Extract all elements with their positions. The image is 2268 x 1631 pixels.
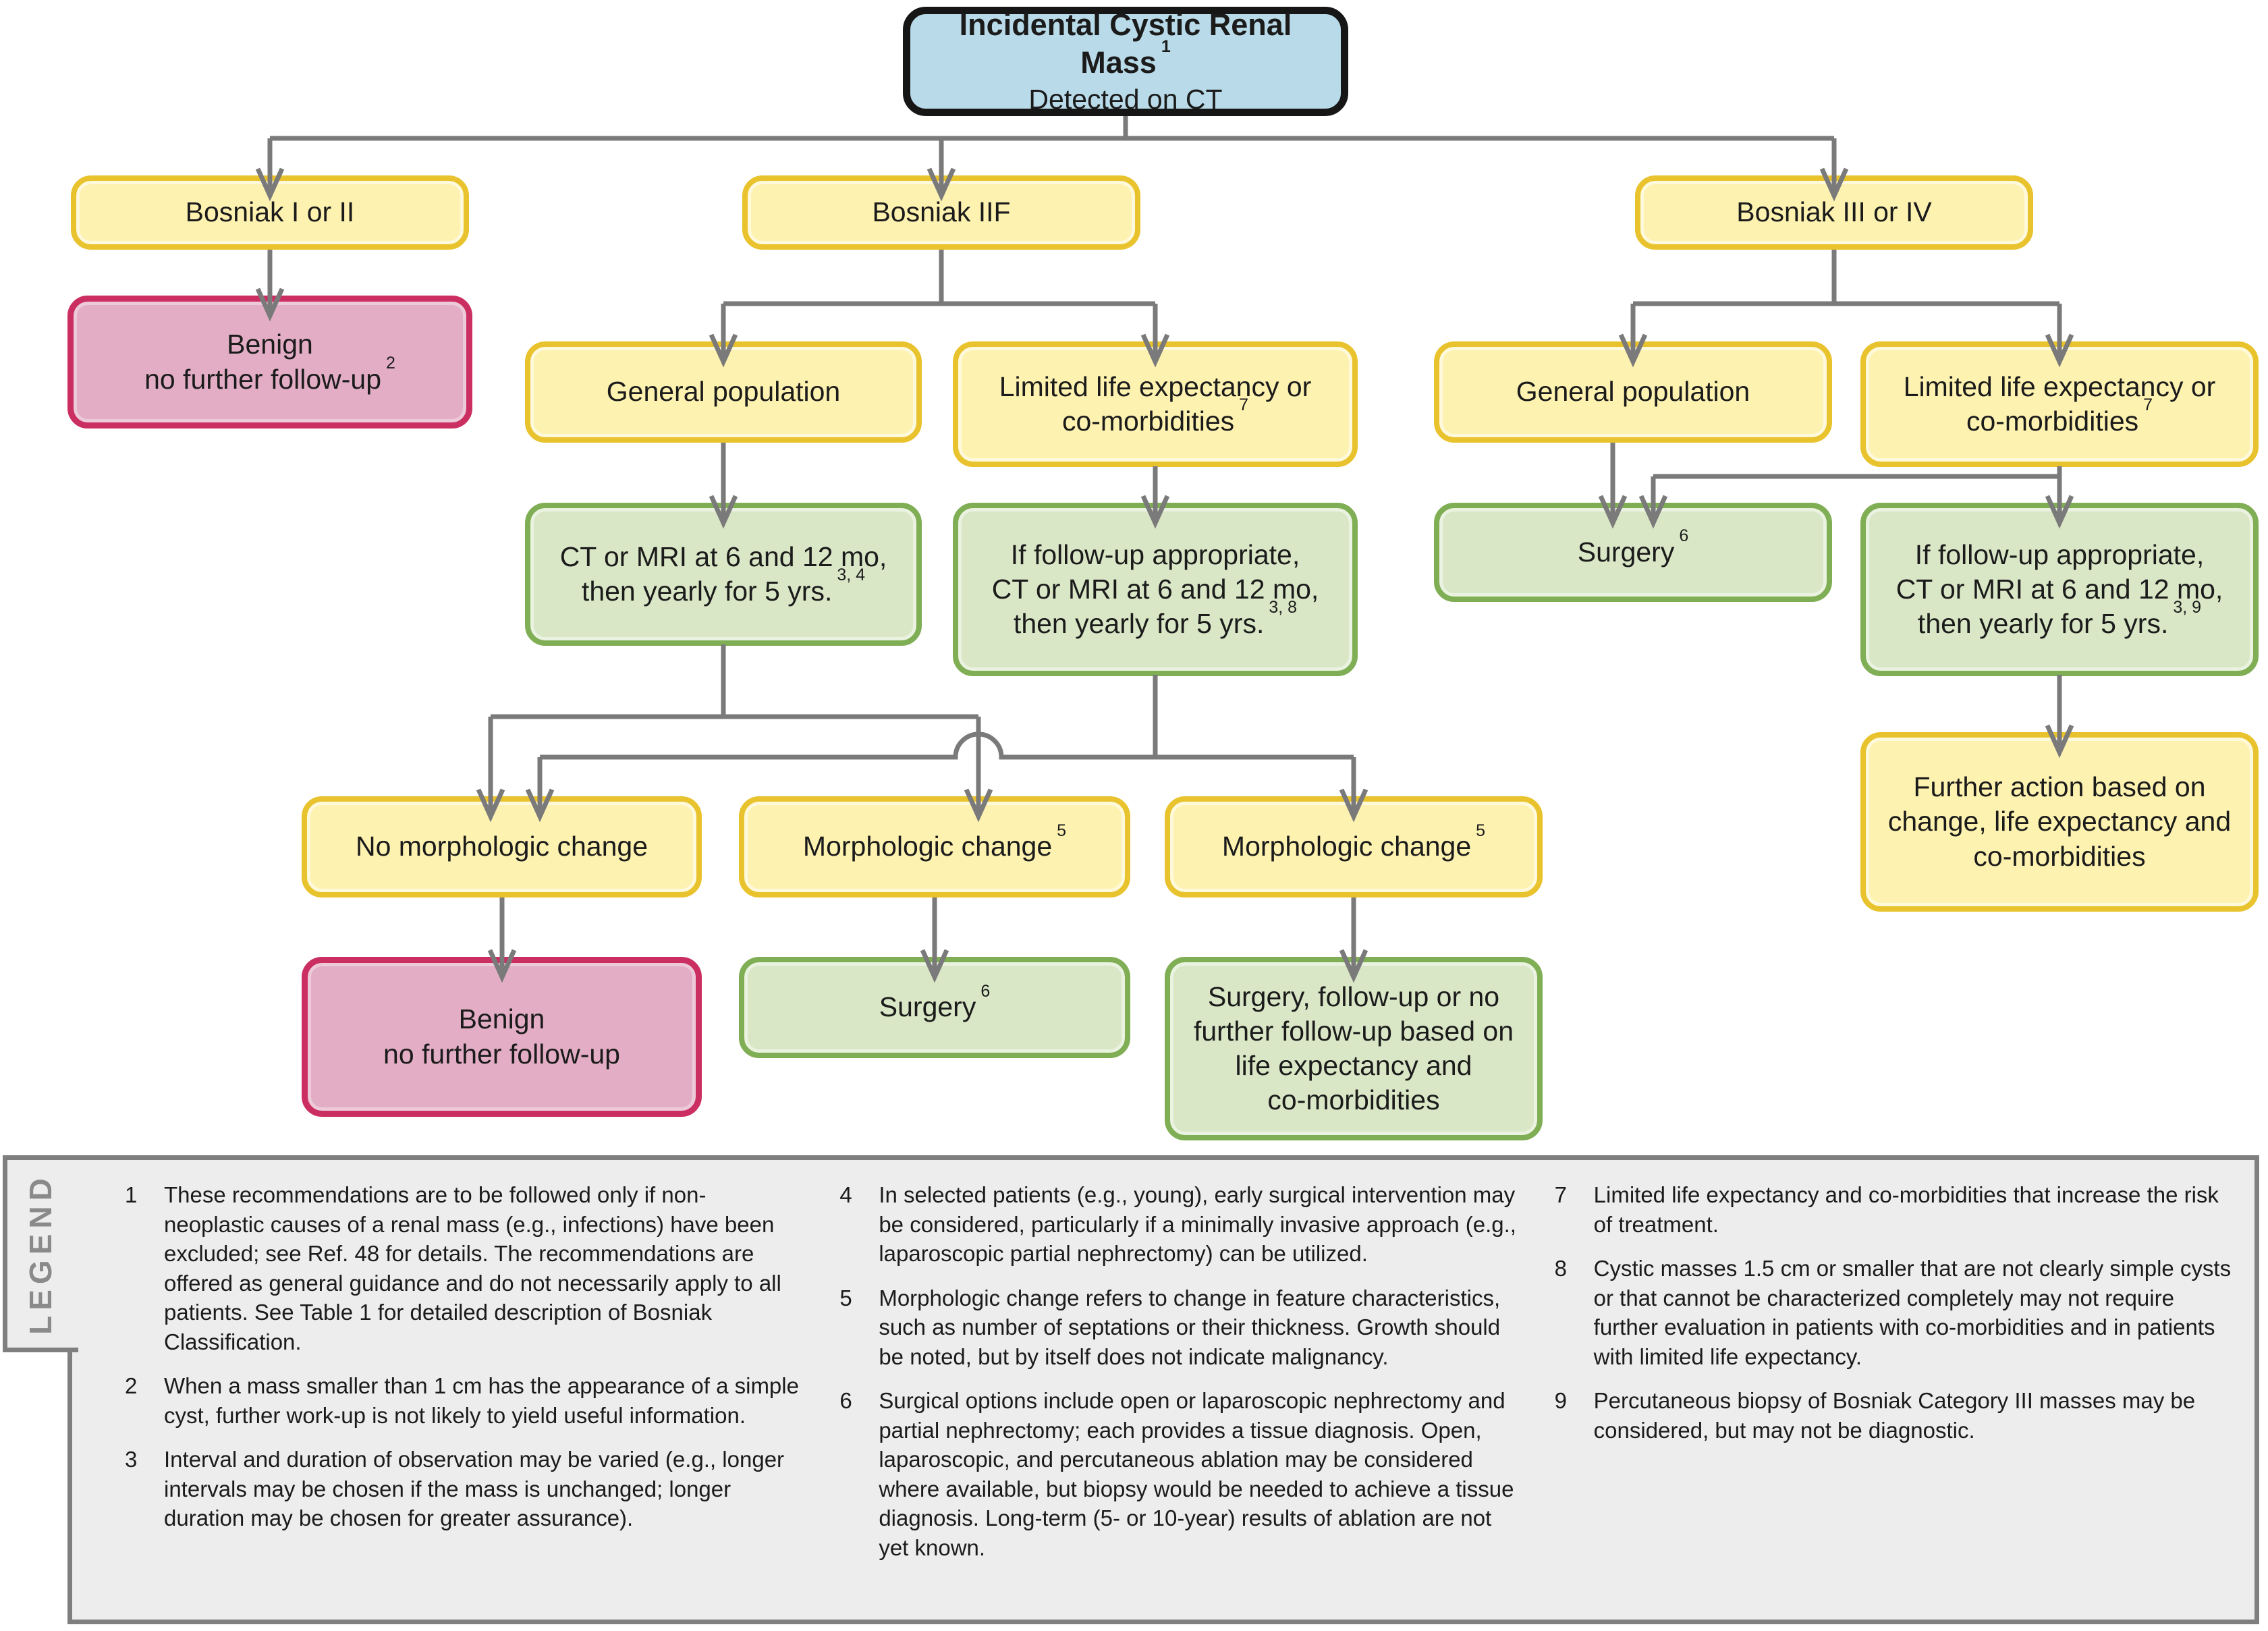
node-bosniak-1-or-2: Bosniak I or II	[71, 175, 469, 250]
node-general-population-34: General population	[1434, 341, 1832, 443]
legend-item-number: 5	[839, 1285, 852, 1310]
node-surgery-34: Surgery6	[1434, 503, 1832, 602]
legend-item-number: 3	[125, 1447, 138, 1472]
footnote-ref: 6	[980, 981, 991, 1001]
legend-item-number: 8	[1554, 1256, 1568, 1281]
node-bosniak-2f: Bosniak IIF	[742, 175, 1140, 250]
legend-item-6: 6 Surgical options include open or laparo…	[839, 1386, 1516, 1562]
node-surgery-morph: Surgery6	[739, 957, 1130, 1058]
legend-item-5: 5 Morphologic change refers to change in …	[839, 1283, 1516, 1372]
legend-item-text: Cystic masses 1.5 cm or smaller that are…	[1593, 1256, 2232, 1369]
legend-label: LEGEND	[23, 1173, 58, 1335]
legend-item-3: 3 Interval and duration of observation ma…	[125, 1445, 802, 1533]
legend-column-3: 7 Limited life expectancy and co-morbidit…	[1555, 1180, 2232, 1607]
legend-item-number: 9	[1554, 1388, 1568, 1414]
footnote-ref: 3, 4	[837, 565, 866, 585]
footnote-ref: 1	[1161, 37, 1171, 57]
node-limited-life-expectancy-2f: Limited life expectancy or co-morbiditie…	[953, 341, 1358, 467]
footnote-ref: 3, 8	[1269, 598, 1298, 617]
legend-item-text: These recommendations are to be followed…	[164, 1182, 781, 1354]
legend-item-text: Morphologic change refers to change in f…	[879, 1285, 1501, 1369]
node-morphologic-change-1: Morphologic change5	[739, 796, 1130, 897]
node-subtitle: Detected on CT	[1028, 83, 1223, 115]
node-benign-no-followup-1: Benign no further follow-up2	[67, 296, 472, 429]
legend-item-7: 7 Limited life expectancy and co-morbidit…	[1555, 1180, 2232, 1239]
node-surgery-followup-or-none: Surgery, follow-up or no further follow-…	[1165, 957, 1543, 1140]
footnote-ref: 3, 9	[2173, 598, 2202, 617]
legend-item-8: 8 Cystic masses 1.5 cm or smaller that ar…	[1555, 1254, 2232, 1371]
legend-item-1: 1 These recommendations are to be followe…	[125, 1180, 802, 1356]
node-limited-life-expectancy-34: Limited life expectancy or co-morbiditie…	[1860, 341, 2259, 467]
node-benign-no-followup-2: Benign no further follow-up	[302, 957, 702, 1117]
node-if-followup-appropriate-2f: If follow-up appropriate, CT or MRI at 6…	[953, 503, 1358, 676]
node-no-morphologic-change: No morphologic change	[302, 796, 702, 897]
node-morphologic-change-2: Morphologic change5	[1165, 796, 1543, 897]
legend-item-9: 9 Percutaneous biopsy of Bosniak Category…	[1555, 1386, 2232, 1445]
legend-item-text: In selected patients (e.g., young), earl…	[879, 1182, 1516, 1267]
legend-item-text: Limited life expectancy and co-morbiditi…	[1593, 1182, 2219, 1237]
footnote-ref: 7	[1239, 395, 1249, 415]
legend-item-text: Percutaneous biopsy of Bosniak Category …	[1593, 1388, 2196, 1443]
legend-item-4: 4 In selected patients (e.g., young), ear…	[839, 1180, 1516, 1269]
footnote-ref: 5	[1057, 821, 1067, 840]
legend-item-number: 1	[125, 1182, 138, 1207]
legend-item-text: Interval and duration of observation may…	[164, 1447, 785, 1531]
footnote-ref: 5	[1476, 821, 1486, 840]
legend-item-number: 7	[1554, 1182, 1568, 1207]
legend-item-number: 2	[125, 1373, 138, 1399]
footnote-ref: 2	[386, 353, 395, 372]
node-if-followup-appropriate-34: If follow-up appropriate, CT or MRI at 6…	[1860, 503, 2259, 676]
node-bosniak-3-or-4: Bosniak III or IV	[1635, 175, 2033, 250]
legend-panel: 1 These recommendations are to be followe…	[67, 1155, 2259, 1624]
node-further-action: Further action based on change, life exp…	[1860, 732, 2259, 912]
legend-item-2: 2 When a mass smaller than 1 cm has the a…	[125, 1371, 802, 1430]
legend-item-text: Surgical options include open or laparos…	[879, 1388, 1514, 1561]
legend-item-number: 4	[839, 1182, 852, 1207]
legend-tab	[3, 1155, 78, 1352]
legend-column-2: 4 In selected patients (e.g., young), ear…	[839, 1180, 1516, 1607]
node-ct-mri-followup-2f: CT or MRI at 6 and 12 mo, then yearly fo…	[525, 503, 922, 646]
legend-item-text: When a mass smaller than 1 cm has the ap…	[164, 1373, 799, 1428]
footnote-ref: 6	[1679, 526, 1689, 546]
legend-item-number: 6	[839, 1388, 852, 1414]
node-general-population-2f: General population	[525, 341, 922, 443]
footnote-ref: 7	[2143, 395, 2153, 415]
legend-column-1: 1 These recommendations are to be followe…	[125, 1180, 802, 1607]
